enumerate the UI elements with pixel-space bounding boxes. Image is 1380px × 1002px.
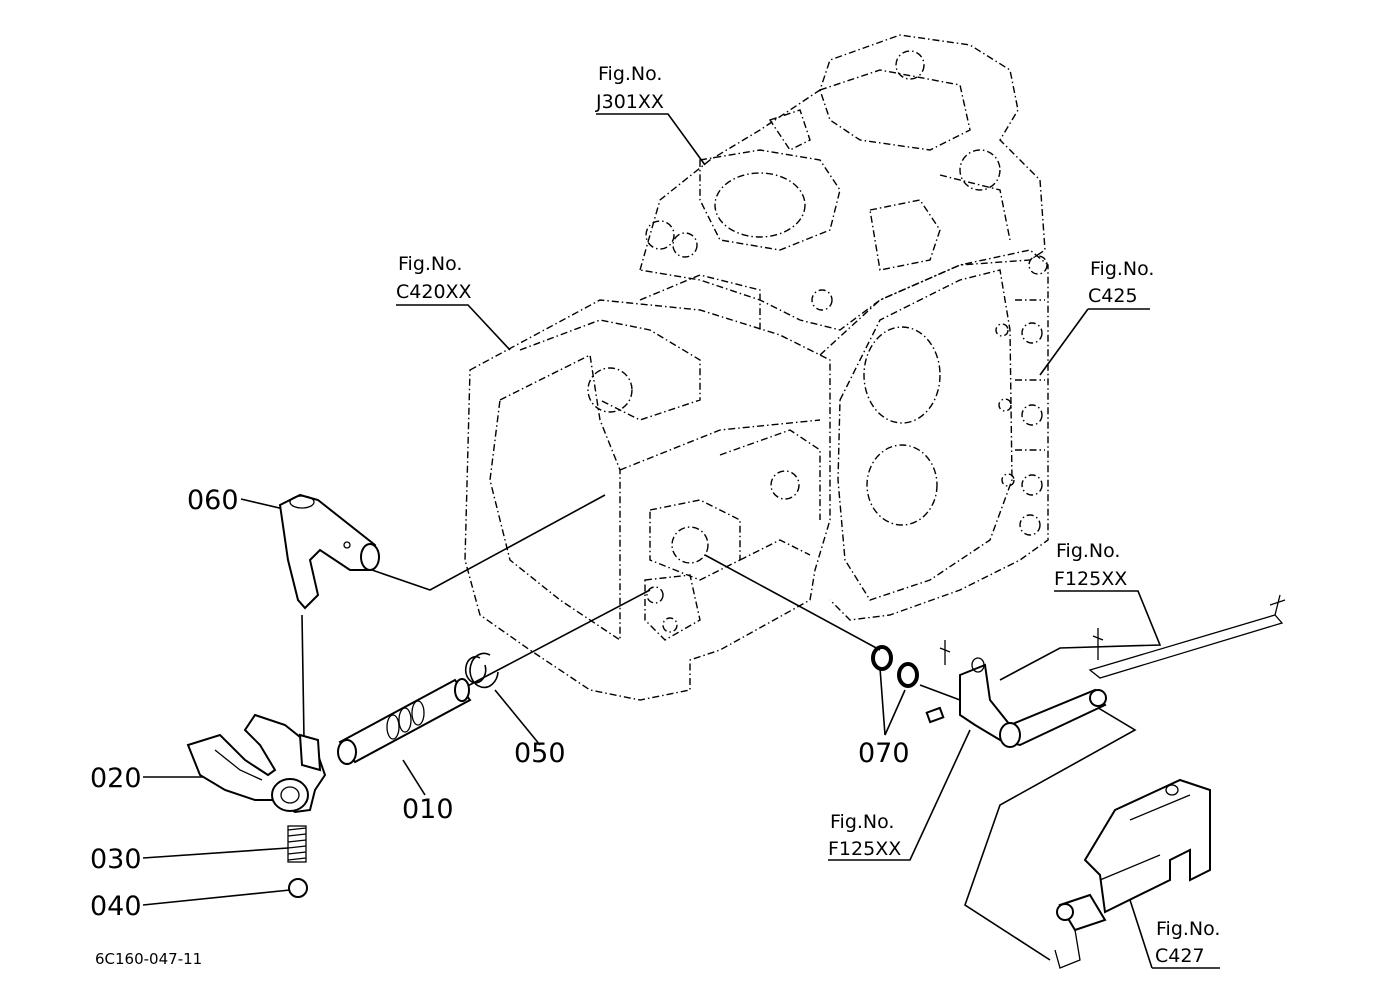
ref-f125-left-line2: F125XX — [828, 838, 901, 860]
part-label-050: 050 — [514, 738, 566, 769]
ref-c425-line2: C425 — [1088, 285, 1138, 307]
shifter-fork-020 — [186, 713, 327, 814]
o-rings-070 — [871, 645, 919, 688]
part-label-060: 060 — [187, 485, 239, 516]
ref-f125-left-line1: Fig.No. — [830, 811, 894, 833]
part-label-020: 020 — [90, 763, 142, 794]
lever-assembly-f125 — [925, 628, 1107, 748]
rod-f125 — [1088, 594, 1286, 679]
ref-f125-right-line1: Fig.No. — [1056, 540, 1120, 562]
part-label-030: 030 — [90, 844, 142, 875]
ref-j301-line1: Fig.No. — [598, 63, 662, 85]
ref-j301-line2: J301XX — [595, 91, 664, 113]
ref-f125-right-line2: F125XX — [1054, 568, 1127, 590]
transmission-case-outline — [464, 249, 1049, 701]
bracket-c427 — [1054, 778, 1211, 969]
ref-c420-line2: C420XX — [396, 281, 472, 303]
part-label-070: 070 — [858, 738, 910, 769]
shift-rod-010 — [337, 678, 472, 765]
ref-c427-line1: Fig.No. — [1156, 918, 1220, 940]
shift-arm-060 — [278, 493, 380, 610]
part-label-040: 040 — [90, 891, 142, 922]
lift-cover-outline — [639, 34, 1046, 331]
ref-c425-line1: Fig.No. — [1090, 258, 1154, 280]
leader-lines — [142, 113, 1220, 969]
figure-code: 6C160-047-11 — [95, 950, 202, 968]
ref-c427-line2: C427 — [1155, 945, 1205, 967]
spring-030 — [287, 825, 307, 863]
snap-ring-050 — [464, 652, 499, 689]
ball-040 — [288, 878, 308, 898]
part-label-010: 010 — [402, 794, 454, 825]
ref-c420-line1: Fig.No. — [398, 253, 462, 275]
